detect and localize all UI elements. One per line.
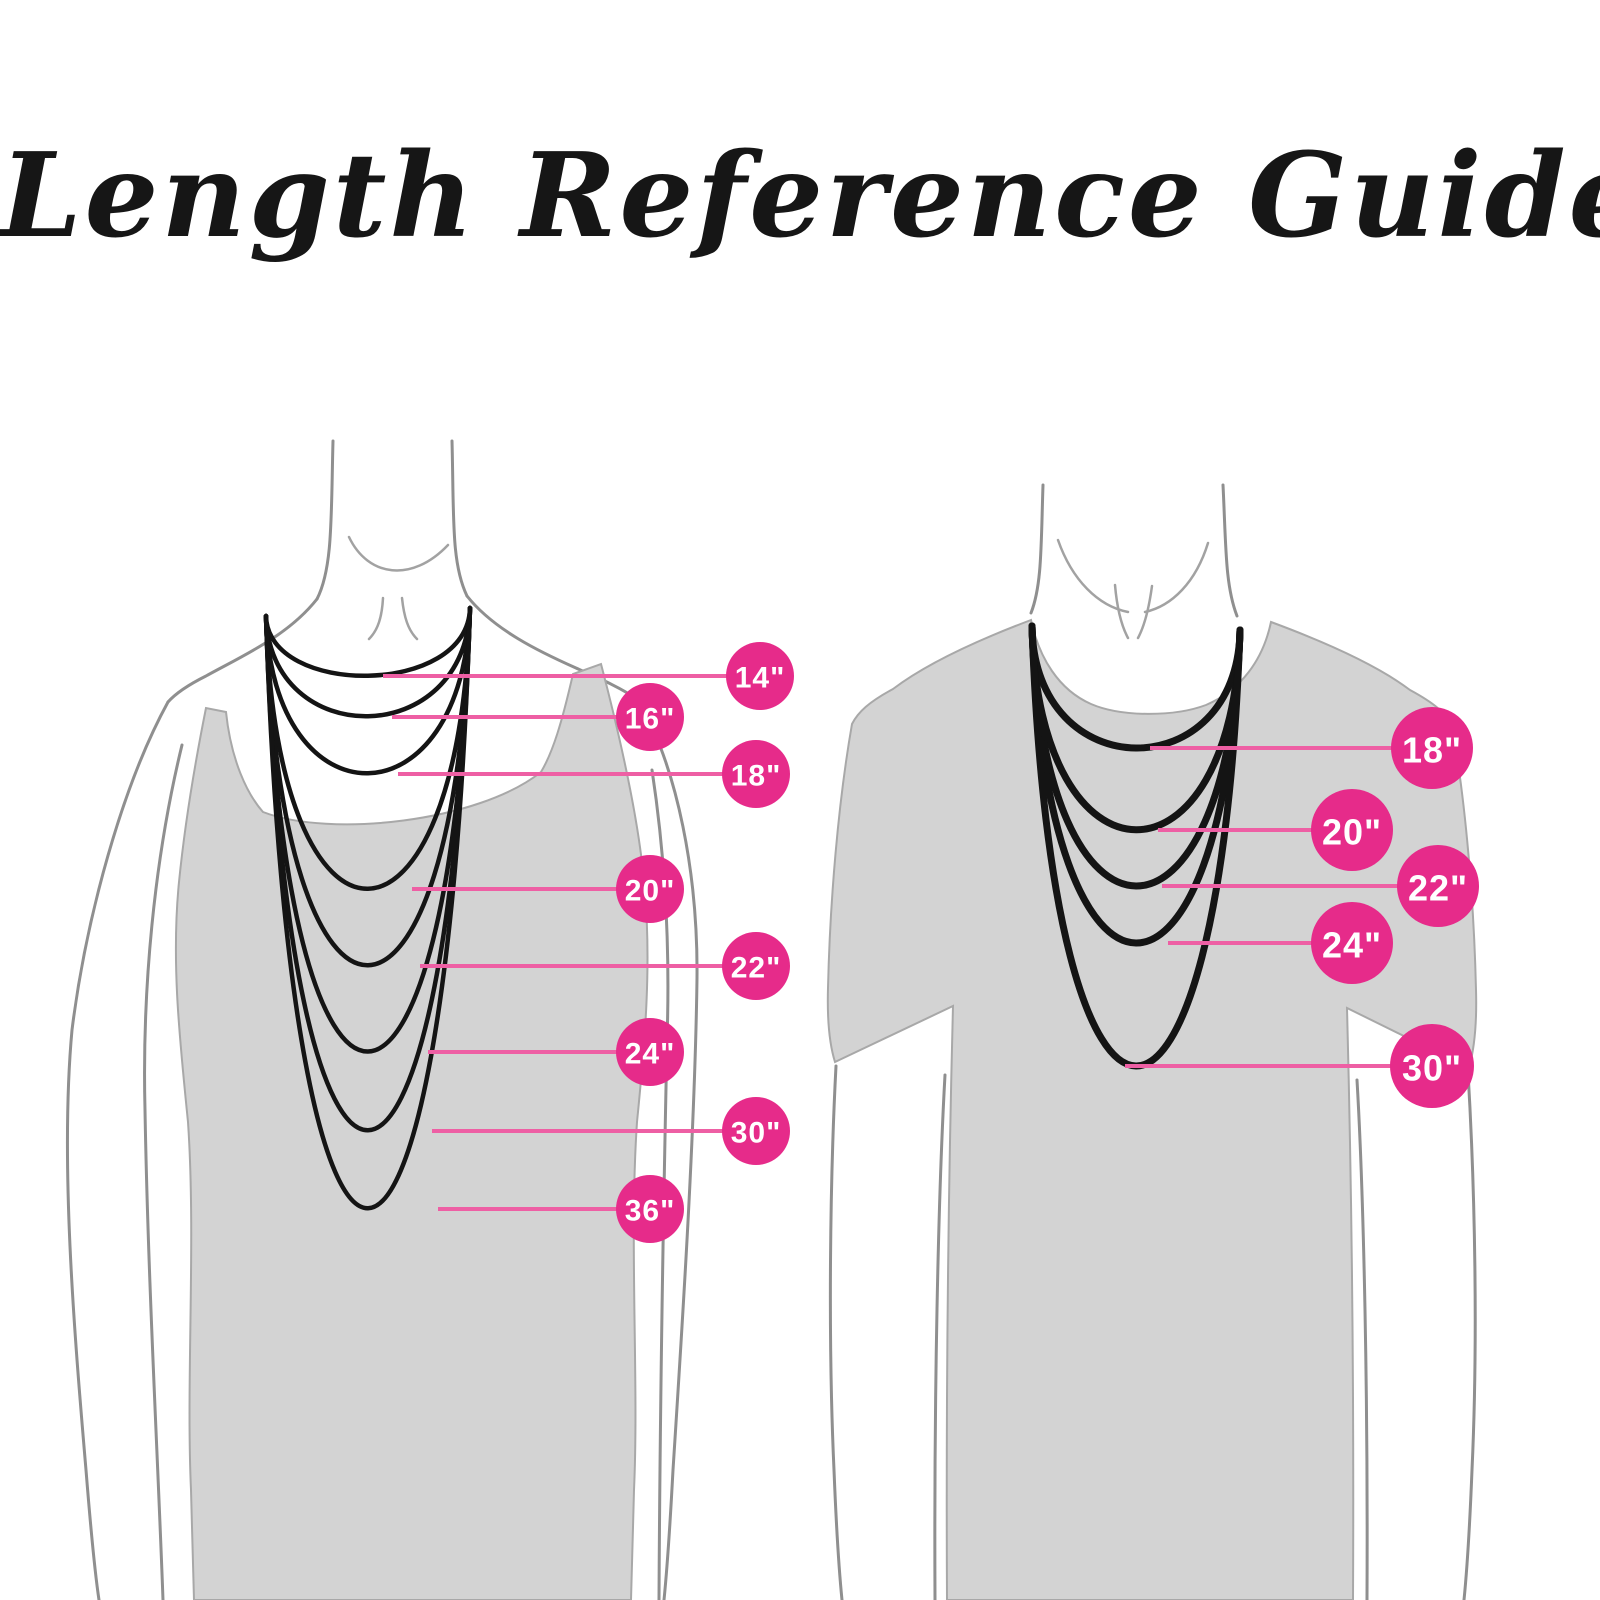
women-clavicle-left xyxy=(367,596,385,641)
badge-men-22in: 22" xyxy=(1162,845,1479,927)
necklace-30in xyxy=(263,605,473,1133)
badge-circle xyxy=(722,932,790,1000)
women-figure: 14" 16" 18" 20" 22" xyxy=(65,439,794,1600)
necklace-16in xyxy=(263,605,473,719)
men-arm-right-inner xyxy=(1355,1078,1369,1600)
badge-label: 20" xyxy=(1322,812,1382,853)
badge-women-20in: 20" xyxy=(412,855,684,923)
badge-women-22in: 22" xyxy=(420,932,790,1000)
page-title: Length Reference Guide xyxy=(0,128,1600,264)
men-trachea-left xyxy=(1113,583,1130,640)
men-jaw-right xyxy=(1143,541,1210,614)
badge-women-18in: 18" xyxy=(398,740,790,808)
necklace-24in xyxy=(263,605,473,1054)
badge-circle xyxy=(722,1097,790,1165)
badge-circle xyxy=(1397,845,1479,927)
badge-women-16in: 16" xyxy=(392,683,684,751)
badge-circle xyxy=(726,642,794,710)
badge-circle xyxy=(1311,902,1393,984)
men-neck-right xyxy=(1221,483,1239,618)
men-arm-right-outer xyxy=(1462,1070,1477,1600)
badge-circle xyxy=(616,855,684,923)
badge-men-30in: 30" xyxy=(1125,1024,1474,1108)
women-jaw-line xyxy=(347,535,450,572)
badge-label: 36" xyxy=(625,1195,676,1228)
badge-circle xyxy=(1390,1024,1474,1108)
badge-men-18in: 18" xyxy=(1150,707,1473,789)
women-arm-right-outer xyxy=(636,698,699,1600)
badge-label: 24" xyxy=(1322,925,1382,966)
men-tshirt xyxy=(826,618,1478,1600)
badge-label: 20" xyxy=(625,875,676,908)
badge-circle xyxy=(616,1018,684,1086)
necklace-14in xyxy=(263,605,473,678)
badge-women-30in: 30" xyxy=(432,1097,790,1165)
women-neck-right xyxy=(450,439,469,598)
badge-circle xyxy=(616,1175,684,1243)
badge-label: 24" xyxy=(625,1038,676,1071)
women-shoulder-left xyxy=(166,597,319,704)
badge-label: 30" xyxy=(731,1117,782,1150)
badge-circle xyxy=(1391,707,1473,789)
necklace-18in xyxy=(1028,622,1244,752)
badge-label: 18" xyxy=(1402,730,1462,771)
men-neck-left xyxy=(1029,483,1045,615)
men-figure: 18" 20" 22" 24" 30" xyxy=(826,483,1479,1600)
women-clavicle-right xyxy=(400,596,419,641)
necklace-20in xyxy=(263,605,473,891)
badge-circle xyxy=(1311,789,1393,871)
men-arm-left-inner xyxy=(933,1073,947,1600)
men-trachea-right xyxy=(1136,584,1154,640)
necklace-18in xyxy=(263,605,473,776)
women-arm-left-inner xyxy=(143,743,184,1600)
necklace-22in xyxy=(263,605,473,968)
necklace-24in xyxy=(1028,622,1244,947)
badge-women-14in: 14" xyxy=(383,642,794,710)
badge-label: 22" xyxy=(731,952,782,985)
men-arm-left-outer xyxy=(828,1064,844,1600)
necklace-36in xyxy=(263,605,473,1211)
badge-women-36in: 36" xyxy=(438,1175,684,1243)
women-arm-left-outer xyxy=(65,700,170,1600)
women-shoulder-right xyxy=(465,594,640,702)
badge-women-24in: 24" xyxy=(428,1018,684,1086)
women-neck-left xyxy=(315,439,335,601)
badge-label: 30" xyxy=(1402,1048,1462,1089)
badge-circle xyxy=(616,683,684,751)
badge-label: 18" xyxy=(731,760,782,793)
badge-label: 22" xyxy=(1408,868,1468,909)
necklace-22in xyxy=(1028,622,1244,890)
badge-label: 14" xyxy=(735,662,786,695)
badge-circle xyxy=(722,740,790,808)
badge-men-24in: 24" xyxy=(1168,902,1393,984)
badge-label: 16" xyxy=(625,703,676,736)
badge-men-20in: 20" xyxy=(1158,789,1393,871)
necklace-20in xyxy=(1028,622,1244,834)
